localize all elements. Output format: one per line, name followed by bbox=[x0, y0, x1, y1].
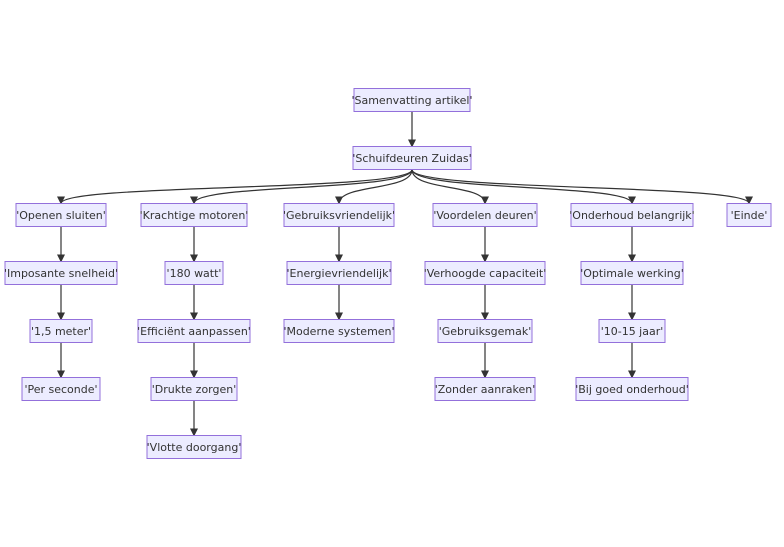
node-einde: 'Einde' bbox=[726, 203, 772, 227]
edge-n1-to-n7 bbox=[411, 168, 753, 205]
node-box bbox=[352, 146, 472, 170]
node-label: 'Gebruiksvriendelijk' bbox=[283, 209, 395, 222]
node-moderne-systemen: 'Moderne systemen' bbox=[283, 319, 395, 343]
node-box bbox=[353, 88, 471, 112]
node-label: 'Moderne systemen' bbox=[283, 325, 394, 338]
node-box bbox=[4, 261, 118, 285]
node-zonder-aanraken: 'Zonder aanraken' bbox=[434, 377, 536, 401]
node-box bbox=[434, 377, 536, 401]
node-label: 'Openen sluiten' bbox=[16, 209, 106, 222]
node-label: 'Optimale werking' bbox=[580, 267, 684, 280]
node-label: 'Energievriendelijk' bbox=[287, 267, 392, 280]
node-label: 'Einde' bbox=[731, 209, 768, 222]
edge-n1-to-n2 bbox=[57, 168, 413, 205]
node-label: 'Schuifdeuren Zuidas' bbox=[352, 152, 471, 165]
edge-n1-to-n3 bbox=[190, 169, 413, 205]
node-label: 'Krachtige motoren' bbox=[140, 209, 249, 222]
node-label: 'Samenvatting artikel' bbox=[351, 94, 472, 107]
node-energievriendelijk: 'Energievriendelijk' bbox=[286, 261, 392, 285]
node-efficient-aanpassen: 'Efficiënt aanpassen' bbox=[137, 319, 251, 343]
node-box bbox=[21, 377, 101, 401]
node-box bbox=[140, 203, 248, 227]
node-box bbox=[164, 261, 224, 285]
node-schuifdeuren-zuidas: 'Schuifdeuren Zuidas' bbox=[352, 146, 472, 170]
node-box bbox=[29, 319, 93, 343]
node-voordelen-deuren: 'Voordelen deuren' bbox=[432, 203, 538, 227]
node-vlotte-doorgang: 'Vlotte doorgang' bbox=[146, 435, 242, 459]
node-per-seconde: 'Per seconde' bbox=[21, 377, 101, 401]
node-onderhoud-belangrijk: 'Onderhoud belangrijk' bbox=[569, 203, 695, 227]
node-box bbox=[575, 377, 689, 401]
node-1-5-meter: '1,5 meter' bbox=[29, 319, 93, 343]
node-krachtige-motoren: 'Krachtige motoren' bbox=[140, 203, 249, 227]
node-box bbox=[424, 261, 546, 285]
node-box bbox=[150, 377, 238, 401]
node-drukte-zorgen: 'Drukte zorgen' bbox=[150, 377, 238, 401]
node-optimale-werking: 'Optimale werking' bbox=[580, 261, 684, 285]
node-gebruiksvriendelijk: 'Gebruiksvriendelijk' bbox=[283, 203, 395, 227]
node-label: 'Drukte zorgen' bbox=[152, 383, 237, 396]
nodes-layer: 'Samenvatting artikel' 'Schuifdeuren Zuid… bbox=[4, 88, 772, 459]
node-box bbox=[286, 261, 392, 285]
node-10-15-jaar: '10-15 jaar' bbox=[598, 319, 666, 343]
node-label: 'Onderhoud belangrijk' bbox=[569, 209, 694, 222]
node-imposante-snelheid: 'Imposante snelheid' bbox=[4, 261, 118, 285]
node-box bbox=[15, 203, 107, 227]
node-samenvatting-artikel: 'Samenvatting artikel' bbox=[351, 88, 473, 112]
node-label: 'Voordelen deuren' bbox=[433, 209, 536, 222]
node-verhoogde-capaciteit: 'Verhoogde capaciteit' bbox=[424, 261, 547, 285]
node-label: 'Verhoogde capaciteit' bbox=[424, 267, 547, 280]
node-label: 'Efficiënt aanpassen' bbox=[137, 325, 251, 338]
node-box bbox=[726, 203, 772, 227]
node-box bbox=[580, 261, 684, 285]
node-box bbox=[598, 319, 666, 343]
node-box bbox=[283, 319, 395, 343]
node-label: '1,5 meter' bbox=[31, 325, 91, 338]
node-180-watt: '180 watt' bbox=[164, 261, 224, 285]
node-label: 'Vlotte doorgang' bbox=[147, 441, 242, 454]
node-box bbox=[137, 319, 251, 343]
edges-layer bbox=[57, 111, 753, 437]
node-label: '10-15 jaar' bbox=[601, 325, 664, 338]
node-box bbox=[146, 435, 242, 459]
node-label: 'Per seconde' bbox=[24, 383, 97, 396]
node-gebruiksgemak: 'Gebruiksgemak' bbox=[437, 319, 533, 343]
edge-n1-to-n6 bbox=[411, 169, 636, 205]
node-box bbox=[437, 319, 533, 343]
node-openen-sluiten: 'Openen sluiten' bbox=[15, 203, 107, 227]
node-label: '180 watt' bbox=[167, 267, 222, 280]
node-bij-goed-onderhoud: 'Bij goed onderhoud' bbox=[575, 377, 689, 401]
edge-n1-to-n4 bbox=[335, 169, 413, 205]
node-label: 'Imposante snelheid' bbox=[4, 267, 118, 280]
node-box bbox=[570, 203, 694, 227]
node-label: 'Zonder aanraken' bbox=[435, 383, 536, 396]
node-box bbox=[432, 203, 538, 227]
node-label: 'Bij goed onderhoud' bbox=[575, 383, 689, 396]
node-label: 'Gebruiksgemak' bbox=[439, 325, 532, 338]
edge-n1-to-n5 bbox=[411, 169, 489, 205]
node-box bbox=[283, 203, 395, 227]
